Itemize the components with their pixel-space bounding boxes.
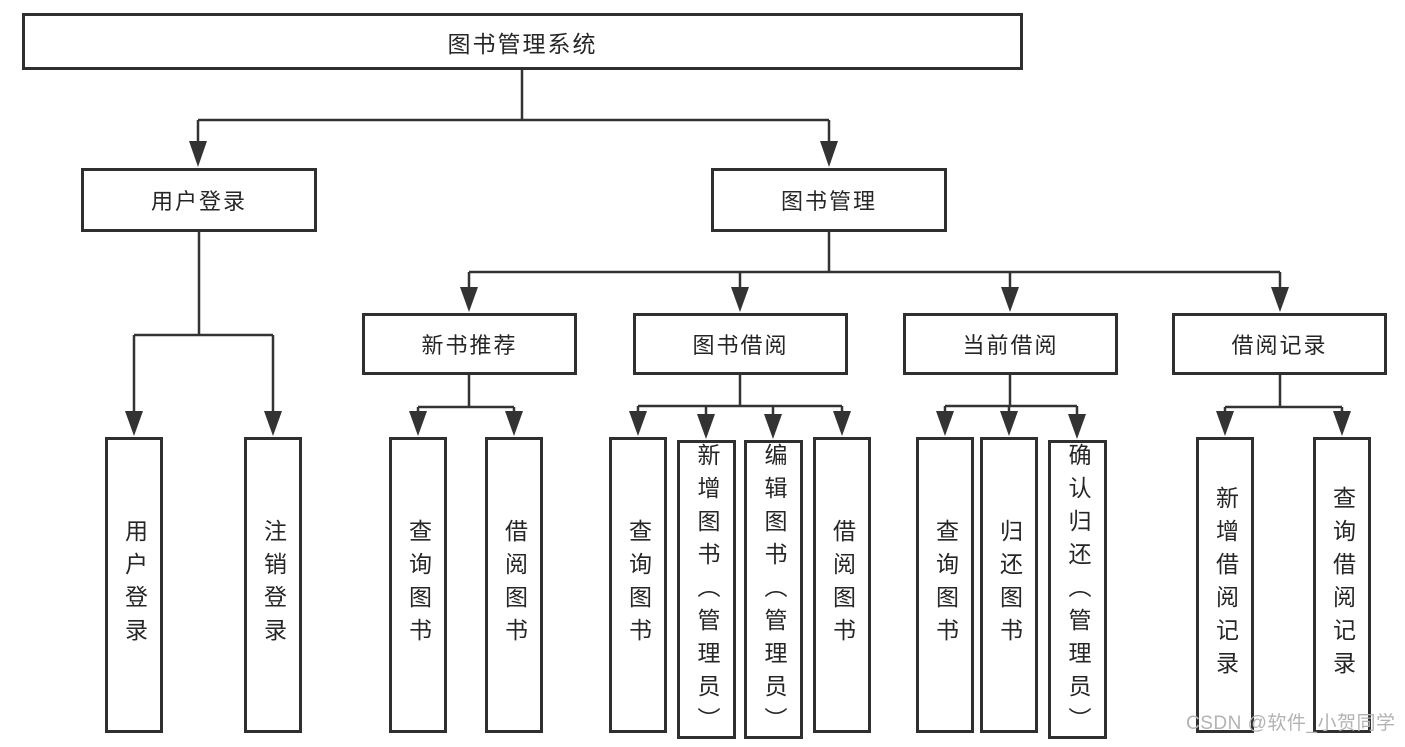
node-root-system-label: 图书管理系统 (447, 30, 598, 57)
leaf-records-query-record-label: 查询借阅记录 (1329, 486, 1356, 684)
arrow-icon (1000, 411, 1018, 436)
node-book-management: 图书管理 (711, 168, 947, 232)
leaf-newrec-query-books: 查询图书 (389, 437, 447, 733)
arrow-icon (460, 287, 478, 312)
node-new-book-recommend: 新书推荐 (362, 313, 577, 375)
connector-current-to-leaves (943, 375, 1079, 415)
arrow-icon (629, 411, 647, 436)
leaf-newrec-borrow-books-label: 借阅图书 (501, 519, 528, 651)
leaf-current-query-books-label: 查询图书 (932, 519, 959, 651)
node-root-system: 图书管理系统 (22, 13, 1023, 70)
arrow-icon (936, 411, 954, 436)
arrow-icon (697, 414, 715, 439)
leaf-records-add-record-label: 新增借阅记录 (1212, 486, 1239, 684)
node-user-login: 用户登录 (81, 168, 317, 232)
arrow-icon (409, 411, 427, 436)
node-user-login-label: 用户登录 (150, 189, 247, 214)
node-book-management-label: 图书管理 (780, 189, 877, 214)
leaf-borrow-edit-books-admin-label: 编辑图书（管理员） (761, 443, 787, 740)
arrowheads (125, 141, 1351, 439)
node-current-borrow: 当前借阅 (903, 313, 1118, 375)
leaf-borrow-edit-books-admin: 编辑图书（管理员） (744, 440, 803, 740)
connector-newrec-to-leaves (416, 375, 516, 413)
node-borrow-records-label: 借阅记录 (1231, 333, 1328, 358)
arrow-icon (1001, 287, 1019, 312)
leaf-current-confirm-return-admin-label: 确认归还（管理员） (1065, 443, 1091, 740)
leaf-borrow-query-books-label: 查询图书 (625, 519, 652, 651)
node-book-borrow-label: 图书借阅 (692, 333, 789, 358)
leaf-records-query-record: 查询借阅记录 (1313, 437, 1371, 733)
leaf-current-confirm-return-admin: 确认归还（管理员） (1048, 440, 1107, 740)
node-current-borrow-label: 当前借阅 (962, 333, 1059, 358)
leaf-borrow-query-books: 查询图书 (609, 437, 667, 733)
connector-records-to-leaves (1223, 375, 1344, 413)
arrow-icon (1271, 287, 1289, 312)
arrow-icon (1216, 411, 1234, 436)
arrow-icon (820, 141, 838, 167)
leaf-logout: 注销登录 (244, 437, 302, 733)
node-book-borrow: 图书借阅 (633, 313, 848, 375)
leaf-records-add-record: 新增借阅记录 (1196, 437, 1254, 733)
arrow-icon (833, 411, 851, 436)
arrow-icon (1068, 414, 1086, 439)
leaf-newrec-borrow-books: 借阅图书 (485, 437, 543, 733)
leaf-borrow-borrow-books-label: 借阅图书 (829, 519, 856, 651)
leaf-logout-label: 注销登录 (260, 519, 287, 651)
leaf-current-query-books: 查询图书 (916, 437, 974, 733)
leaf-borrow-add-books-admin: 新增图书（管理员） (677, 440, 736, 740)
arrow-icon (264, 411, 282, 436)
leaf-user-login-label: 用户登录 (121, 519, 148, 651)
node-borrow-records: 借阅记录 (1172, 313, 1387, 375)
node-new-book-recommend-label: 新书推荐 (421, 333, 518, 358)
arrow-icon (125, 411, 143, 436)
csdn-watermark: CSDN @软件_小贺同学 (1186, 713, 1396, 734)
leaf-user-login: 用户登录 (105, 437, 163, 733)
arrow-icon (189, 141, 207, 167)
arrow-icon (731, 287, 749, 312)
leaf-borrow-borrow-books: 借阅图书 (813, 437, 871, 733)
arrow-icon (505, 411, 523, 436)
leaf-current-return-books: 归还图书 (980, 437, 1038, 733)
leaf-current-return-books-label: 归还图书 (996, 519, 1023, 651)
connector-bookmgmt-to-level3 (467, 232, 1282, 288)
leaf-borrow-add-books-admin-label: 新增图书（管理员） (694, 443, 720, 740)
connector-userlogin-to-leaves (132, 232, 275, 412)
arrow-icon (764, 414, 782, 439)
leaf-newrec-query-books-label: 查询图书 (405, 519, 432, 651)
connector-root-to-level2 (196, 70, 831, 143)
connector-borrow-to-leaves (636, 375, 844, 415)
arrow-icon (1333, 411, 1351, 436)
